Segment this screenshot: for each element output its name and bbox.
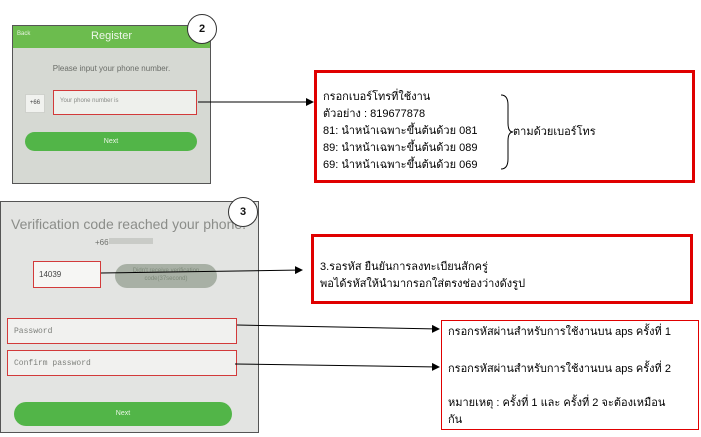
phone-note-line-5: 69: นำหน้าเฉพาะขึ้นต้นด้วย 069 bbox=[323, 159, 478, 171]
phone-prompt-text: Please input your phone number. bbox=[52, 64, 171, 73]
password-note-line-2: กรอกรหัสผ่านสำหรับการใช้งานบน aps ครั้งท… bbox=[448, 363, 671, 375]
register-next-button[interactable]: Next bbox=[25, 132, 197, 151]
confirm-password-placeholder: Confirm password bbox=[14, 359, 91, 368]
register-header-bar: Back Register bbox=[13, 26, 210, 48]
arrow-code-to-note bbox=[100, 266, 303, 275]
arrow-confirm-to-note bbox=[234, 362, 440, 371]
step-2-badge: 2 bbox=[187, 14, 217, 44]
register-title: Register bbox=[91, 30, 132, 42]
password-note-line-1: กรอกรหัสผ่านสำหรับการใช้งานบน aps ครั้งท… bbox=[448, 326, 671, 338]
phone-number-placeholder: Your phone number is bbox=[60, 98, 119, 104]
phone-instruction-box: กรอกเบอร์โทรที่ใช้งาน ตัวอย่าง : 8196778… bbox=[314, 70, 695, 183]
brace-label: ตามด้วยเบอร์โทร bbox=[513, 126, 596, 138]
resend-code-button[interactable]: Didn't receive verification code(37secon… bbox=[115, 264, 217, 288]
password-instruction-box: กรอกรหัสผ่านสำหรับการใช้งานบน aps ครั้งท… bbox=[441, 320, 699, 430]
password-placeholder: Password bbox=[14, 327, 53, 336]
curly-brace-icon bbox=[500, 94, 514, 170]
code-note-line-2: พอได้รหัสให้นำมากรอกใส่ตรงช่องว่างดังรูป bbox=[320, 278, 526, 290]
step-3-badge: 3 bbox=[228, 197, 258, 227]
arrow-password-to-note bbox=[236, 324, 440, 333]
verification-next-button[interactable]: Next bbox=[14, 402, 232, 426]
phone-note-line-3: 81: นำหน้าเฉพาะขึ้นต้นด้วย 081 bbox=[323, 125, 478, 137]
country-code-field[interactable]: +66 bbox=[25, 94, 45, 113]
verification-screenshot: Verification code reached your phone. +6… bbox=[0, 201, 259, 433]
resend-code-label-2: code(37second) bbox=[144, 276, 188, 282]
resend-code-label-1: Didn't receive verification bbox=[132, 268, 200, 274]
phone-note-line-1: กรอกเบอร์โทรที่ใช้งาน bbox=[323, 91, 431, 103]
verification-code-input[interactable]: 14039 bbox=[33, 261, 101, 288]
masked-phone-number bbox=[109, 238, 153, 244]
back-button[interactable]: Back bbox=[17, 31, 31, 37]
phone-note-line-2: ตัวอย่าง : 819677878 bbox=[323, 108, 426, 120]
phone-note-line-4: 89: นำหน้าเฉพาะขึ้นต้นด้วย 089 bbox=[323, 142, 478, 154]
verification-code-value: 14039 bbox=[39, 270, 62, 279]
code-instruction-box: 3.รอรหัส ยืนยันการลงทะเบียนสักครู่ พอได้… bbox=[311, 234, 693, 304]
verification-title: Verification code reached your phone. bbox=[11, 216, 247, 232]
masked-phone-prefix: +66 bbox=[95, 238, 109, 247]
code-note-line-1: 3.รอรหัส ยืนยันการลงทะเบียนสักครู่ bbox=[320, 261, 488, 273]
confirm-password-input[interactable]: Confirm password bbox=[7, 350, 237, 376]
register-screenshot: Back Register Please input your phone nu… bbox=[12, 25, 211, 184]
password-input[interactable]: Password bbox=[7, 318, 237, 344]
password-remark-line-2: กัน bbox=[448, 414, 463, 426]
phone-number-input[interactable]: Your phone number is bbox=[53, 90, 197, 115]
password-remark-line-1: หมายเหตุ : ครั้งที่ 1 และ ครั้งที่ 2 จะต… bbox=[448, 397, 666, 409]
